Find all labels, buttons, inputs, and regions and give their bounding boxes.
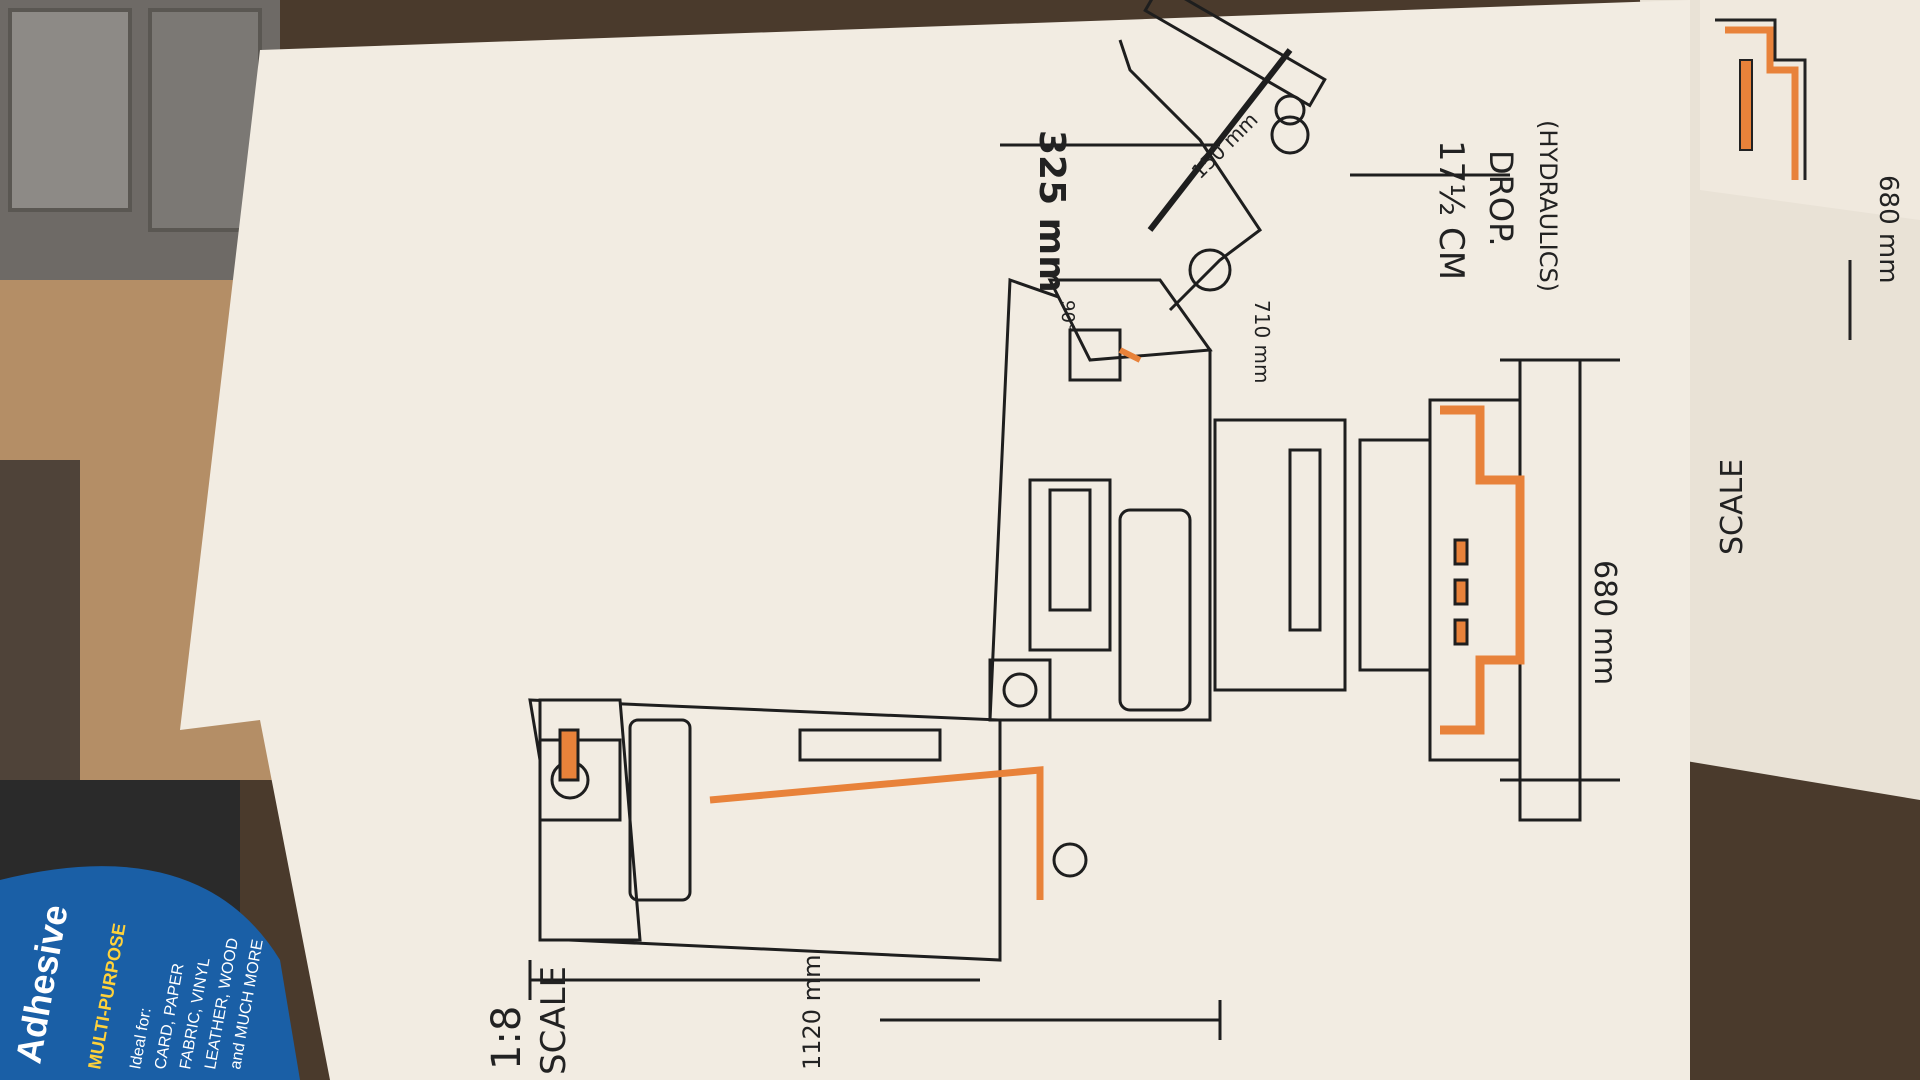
drop-word: DROP. <box>1482 150 1520 247</box>
drop-measure: 17½ CM <box>1431 140 1471 280</box>
second-sheet-dim: 680 mm <box>1873 175 1903 284</box>
joint-angle: 90° <box>1057 300 1078 332</box>
spray-adhesive-can: Adhesive MULTI-PURPOSE Ideal for: CARD, … <box>0 866 300 1080</box>
scale-word: SCALE <box>534 966 574 1075</box>
hydraulics-note: (HYDRAULICS) <box>1534 120 1562 292</box>
second-sheet-scale: SCALE <box>1715 459 1750 555</box>
arm-offset-dim: 710 mm <box>1250 300 1274 384</box>
height-dimension: 1120 mm <box>798 955 826 1070</box>
machine-sketch <box>528 0 1582 962</box>
second-sheet: 680 mm SCALE <box>1640 0 1920 800</box>
arm-dimension: 325 mm <box>1031 130 1072 293</box>
dimension-lines <box>528 143 1620 1040</box>
scale-ratio: 1:8 <box>484 1006 530 1070</box>
base-dimension: 680 mm <box>1587 560 1622 685</box>
